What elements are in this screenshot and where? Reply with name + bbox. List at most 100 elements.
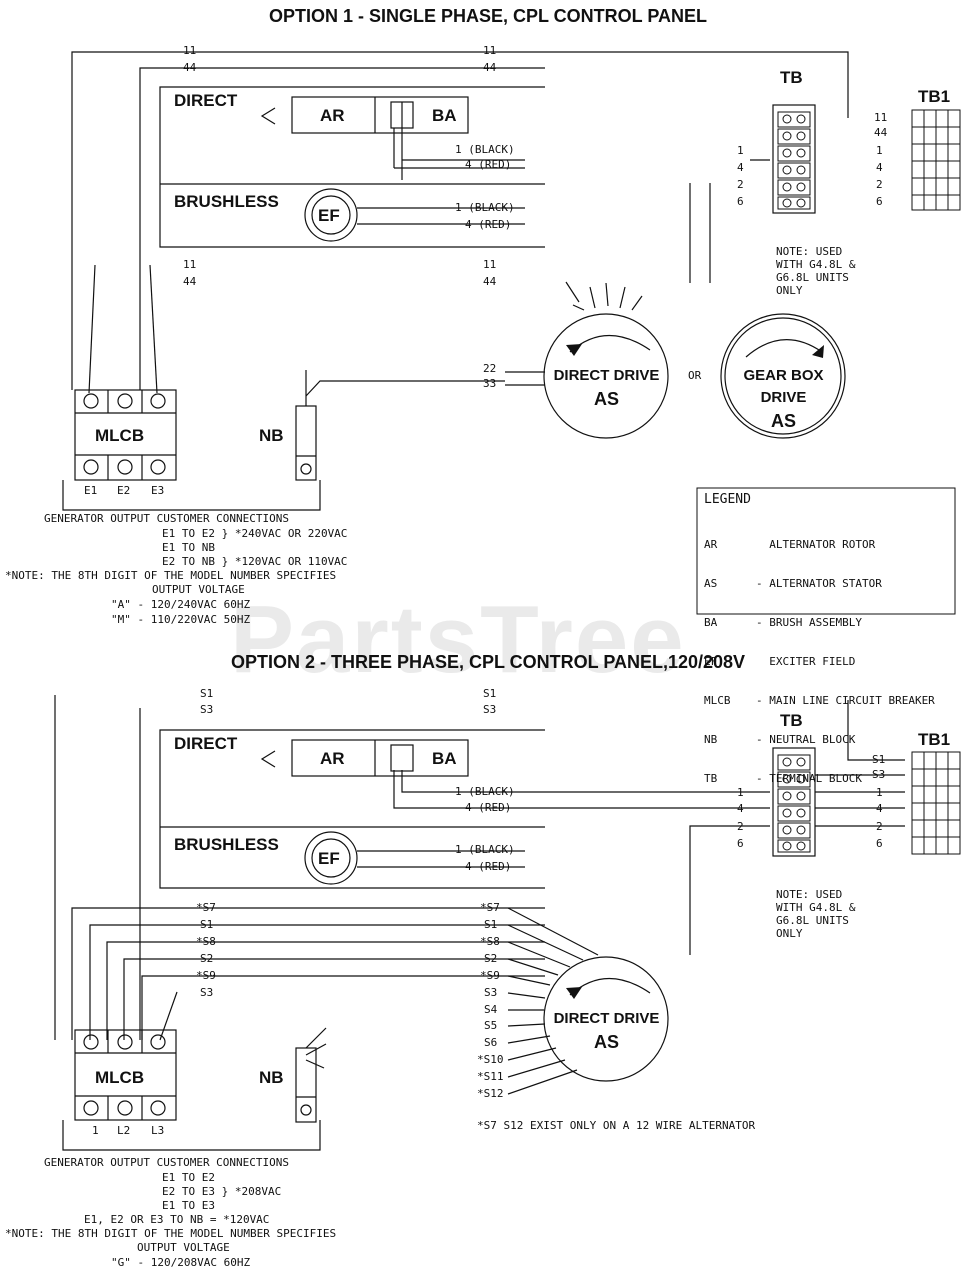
wire-label: *S9: [196, 969, 216, 982]
stator-wire-label: S1: [484, 918, 498, 931]
wire-label: 1 (BLACK): [455, 143, 515, 156]
tb-num: 4: [737, 161, 744, 174]
stator-wire-label: *S9: [480, 969, 500, 982]
tb-screws-2: [777, 754, 811, 853]
tb-num: 2: [737, 820, 744, 833]
connections-line: OUTPUT VOLTAGE: [152, 583, 245, 596]
wire-label: 11: [483, 258, 497, 271]
stator-wire-label: S4: [484, 1003, 498, 1016]
ba-label: BA: [432, 749, 457, 768]
connections-line: "A" - 120/240VAC 60HZ: [111, 598, 251, 611]
watermark: PartsTree: [230, 586, 686, 693]
direct-drive-label: DIRECT DRIVE: [553, 1010, 660, 1027]
stator-wire-label: *S12: [477, 1087, 504, 1100]
connections-line: E2 TO E3 } *208VAC: [162, 1185, 282, 1198]
tb-block-2: [772, 747, 816, 857]
wire-label: S3: [200, 986, 214, 999]
panel-box-1: [159, 86, 545, 248]
wire-label: 1 (BLACK): [455, 785, 515, 798]
stator-wire-label: *S8: [480, 935, 500, 948]
ef-circle-1: [304, 188, 358, 242]
tb1-label: TB1: [918, 730, 951, 749]
terminal-label: E1: [84, 484, 98, 497]
wire-label: S1: [200, 918, 214, 931]
wire-label: 1 (BLACK): [455, 843, 515, 856]
tb-num: 2: [737, 178, 744, 191]
connections-title: GENERATOR OUTPUT CUSTOMER CONNECTIONS: [44, 512, 290, 525]
connections-line: "M" - 110/220VAC 50HZ: [111, 613, 251, 626]
stator-wire-label: S2: [484, 952, 498, 965]
ar-ba-box-1: [291, 96, 469, 134]
terminal-label: L2: [117, 1124, 131, 1137]
connections-line: E1 TO E2 } *240VAC OR 220VAC: [162, 527, 348, 540]
wire-label: S1: [483, 687, 497, 700]
tb1-label: TB1: [918, 87, 951, 106]
panel-box-2: [159, 729, 545, 889]
wire-label: 11: [483, 44, 497, 57]
connections-line: OUTPUT VOLTAGE: [137, 1241, 230, 1254]
tb-num: 2: [876, 178, 883, 191]
mlcb-label: MLCB: [95, 426, 145, 445]
wire-label: *S8: [196, 935, 216, 948]
wire-label: 11: [183, 258, 197, 271]
wire-label: 4 (RED): [465, 158, 512, 171]
connections-line: E2 TO NB } *120VAC OR 110VAC: [162, 555, 348, 568]
wire-label: S2: [200, 952, 214, 965]
legend-title: LEGEND: [704, 492, 751, 507]
stator-wire-label: S6: [484, 1036, 498, 1049]
direct-label: DIRECT: [174, 734, 238, 753]
terminal-label: 1: [92, 1124, 99, 1137]
stator-wire-label: *S10: [477, 1053, 504, 1066]
tb-num: 4: [876, 161, 883, 174]
ar-label: AR: [320, 106, 345, 125]
as-circle-2: [543, 956, 669, 1082]
gear-box-label: GEAR BOX: [743, 367, 824, 384]
tb-num: 6: [737, 195, 744, 208]
wire-11-top: [71, 51, 849, 390]
tb-num: S1: [872, 753, 886, 766]
tb-num: 11: [874, 111, 888, 124]
stator-wire-label: S5: [484, 1019, 498, 1032]
tb1-block-1: [911, 109, 961, 211]
tb-num: 1: [876, 144, 883, 157]
wire-label: 1 (BLACK): [455, 201, 515, 214]
wire-label: 44: [183, 275, 197, 288]
mlcb-box-1: [74, 389, 177, 481]
ar-ba-box-2: [291, 739, 469, 777]
stator-wire-label: S3: [484, 986, 498, 999]
ef-label: EF: [318, 206, 340, 225]
wire-label: 44: [483, 61, 497, 74]
tb-block-1: [772, 104, 816, 214]
connections-note: *NOTE: THE 8TH DIGIT OF THE MODEL NUMBER…: [5, 1227, 337, 1240]
wire-label: 11: [183, 44, 197, 57]
wire-label: 44: [183, 61, 197, 74]
ef-circle-2: [304, 831, 358, 885]
terminal-label: E3: [151, 484, 165, 497]
wire-label: 44: [483, 275, 497, 288]
tb-num: 6: [737, 837, 744, 850]
tb-label: TB: [780, 711, 803, 730]
connections-line: E1, E2 OR E3 TO NB = *120VAC: [84, 1213, 270, 1226]
connections-title: GENERATOR OUTPUT CUSTOMER CONNECTIONS: [44, 1156, 290, 1169]
tb-num: 1: [737, 786, 744, 799]
tb-num: 4: [737, 802, 744, 815]
tb1-block-2: [911, 751, 961, 855]
wire-label: S3: [200, 703, 214, 716]
tb-num: 6: [876, 195, 883, 208]
tb-num: 44: [874, 126, 888, 139]
nb-label: NB: [259, 1068, 284, 1087]
ba-label: BA: [432, 106, 457, 125]
wire-label: S3: [483, 703, 497, 716]
connections-line: "G" - 120/208VAC 60HZ: [111, 1256, 251, 1269]
as-label: AS: [770, 411, 796, 431]
wire-label: 4 (RED): [465, 218, 512, 231]
brushless-label: BRUSHLESS: [174, 192, 279, 211]
wire-label: 4 (RED): [465, 860, 512, 873]
tb-num: S3: [872, 768, 886, 781]
tb-num: 2: [876, 820, 883, 833]
terminal-label: L3: [151, 1124, 165, 1137]
tb-num: 6: [876, 837, 883, 850]
